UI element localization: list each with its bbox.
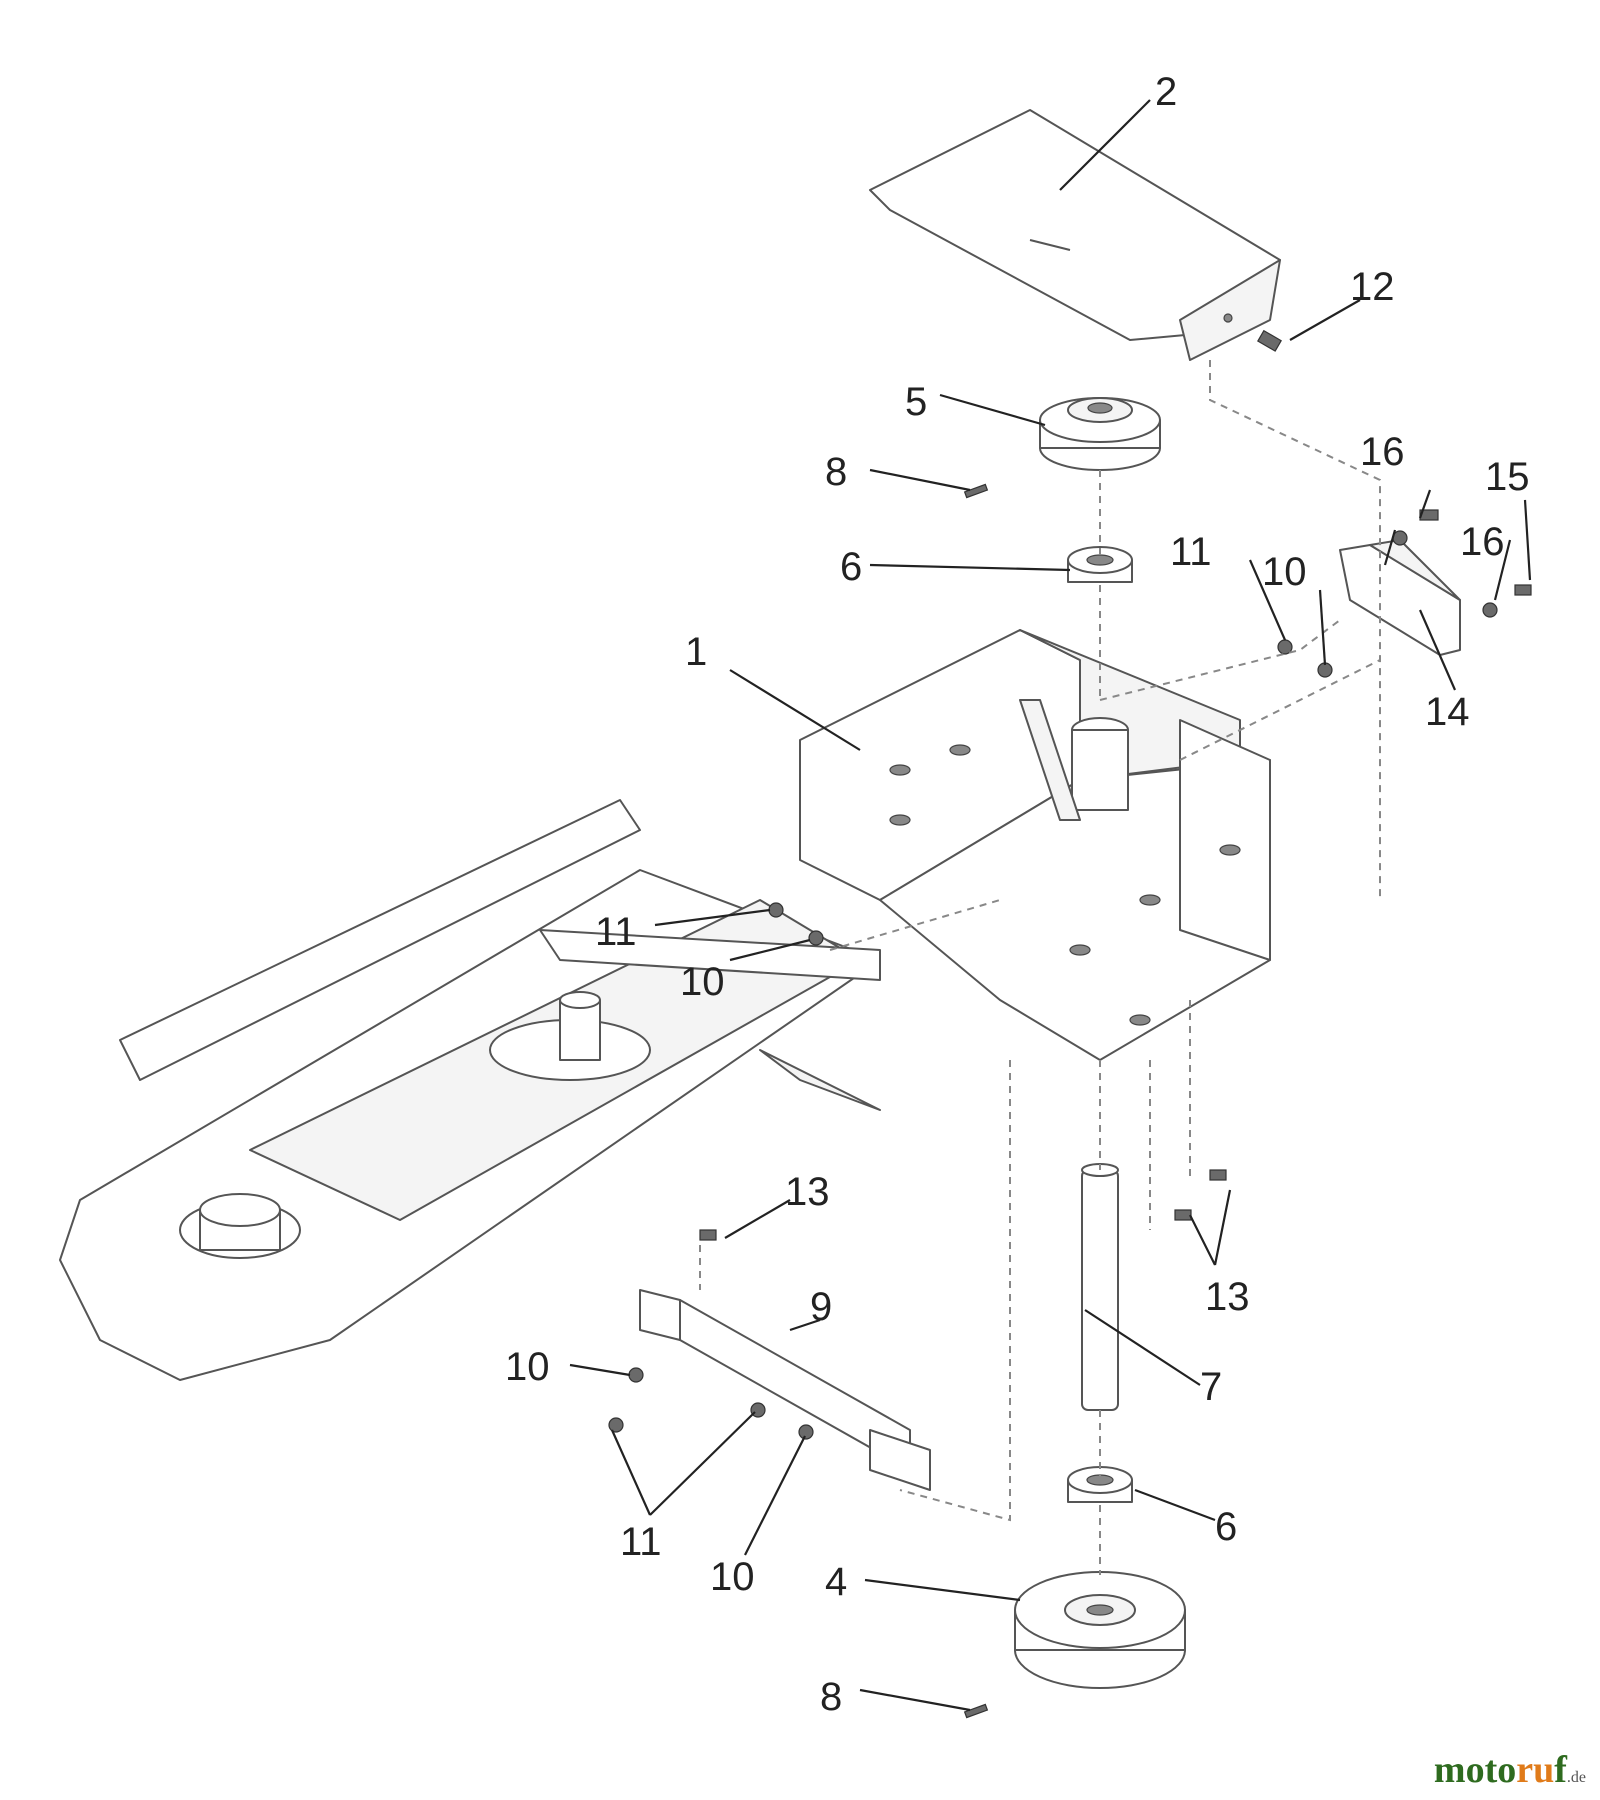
- lower-pulley: [1014, 1571, 1186, 1689]
- callout-9: 9: [810, 1285, 832, 1329]
- lower-bearing: [1067, 1466, 1133, 1503]
- callout-6-bottom: 6: [1215, 1505, 1237, 1549]
- callout-4: 4: [825, 1560, 847, 1604]
- shaft: [1081, 1163, 1119, 1411]
- watermark-logo: motoruf.de: [1434, 1748, 1586, 1792]
- callout-11-bottom: 11: [620, 1520, 662, 1564]
- assembly-lines: [699, 360, 1381, 1575]
- callout-11-mid: 11: [595, 910, 637, 954]
- callout-10-mid: 10: [680, 960, 725, 1004]
- upper-pulley: [1039, 397, 1161, 471]
- callout-16-right: 16: [1460, 520, 1505, 564]
- callout-15: 15: [1485, 455, 1530, 499]
- callout-labels: 2 12 5 8 6 16 15 16 11 10 14 1 11 10 13 …: [505, 70, 1530, 1719]
- callout-8-bottom: 8: [820, 1675, 842, 1719]
- callout-1: 1: [685, 630, 707, 674]
- callout-12: 12: [1350, 265, 1395, 309]
- callout-5: 5: [905, 380, 927, 424]
- watermark-brand: motoruf: [1433, 1749, 1567, 1791]
- callout-14: 14: [1425, 690, 1470, 734]
- small-bracket: [1339, 539, 1461, 656]
- callout-7: 7: [1200, 1365, 1222, 1409]
- callout-10-left: 10: [505, 1345, 550, 1389]
- callout-10-top: 10: [1262, 550, 1307, 594]
- cover-plate: [869, 109, 1281, 361]
- link-bracket: [639, 1289, 931, 1491]
- chassis-arm: [59, 799, 881, 1381]
- callout-2: 2: [1155, 70, 1177, 114]
- callout-13-right: 13: [1205, 1275, 1250, 1319]
- watermark-domain: .de: [1566, 1769, 1586, 1786]
- callout-16-top: 16: [1360, 430, 1405, 474]
- main-bracket: [799, 629, 1271, 1061]
- leader-lines: [569, 99, 1532, 1712]
- callout-8-top: 8: [825, 450, 847, 494]
- callout-11-top: 11: [1170, 530, 1212, 574]
- callout-10-bottom: 10: [710, 1555, 755, 1599]
- callout-6-top: 6: [840, 545, 862, 589]
- callout-13-left: 13: [785, 1170, 830, 1214]
- upper-bearing: [1067, 546, 1133, 583]
